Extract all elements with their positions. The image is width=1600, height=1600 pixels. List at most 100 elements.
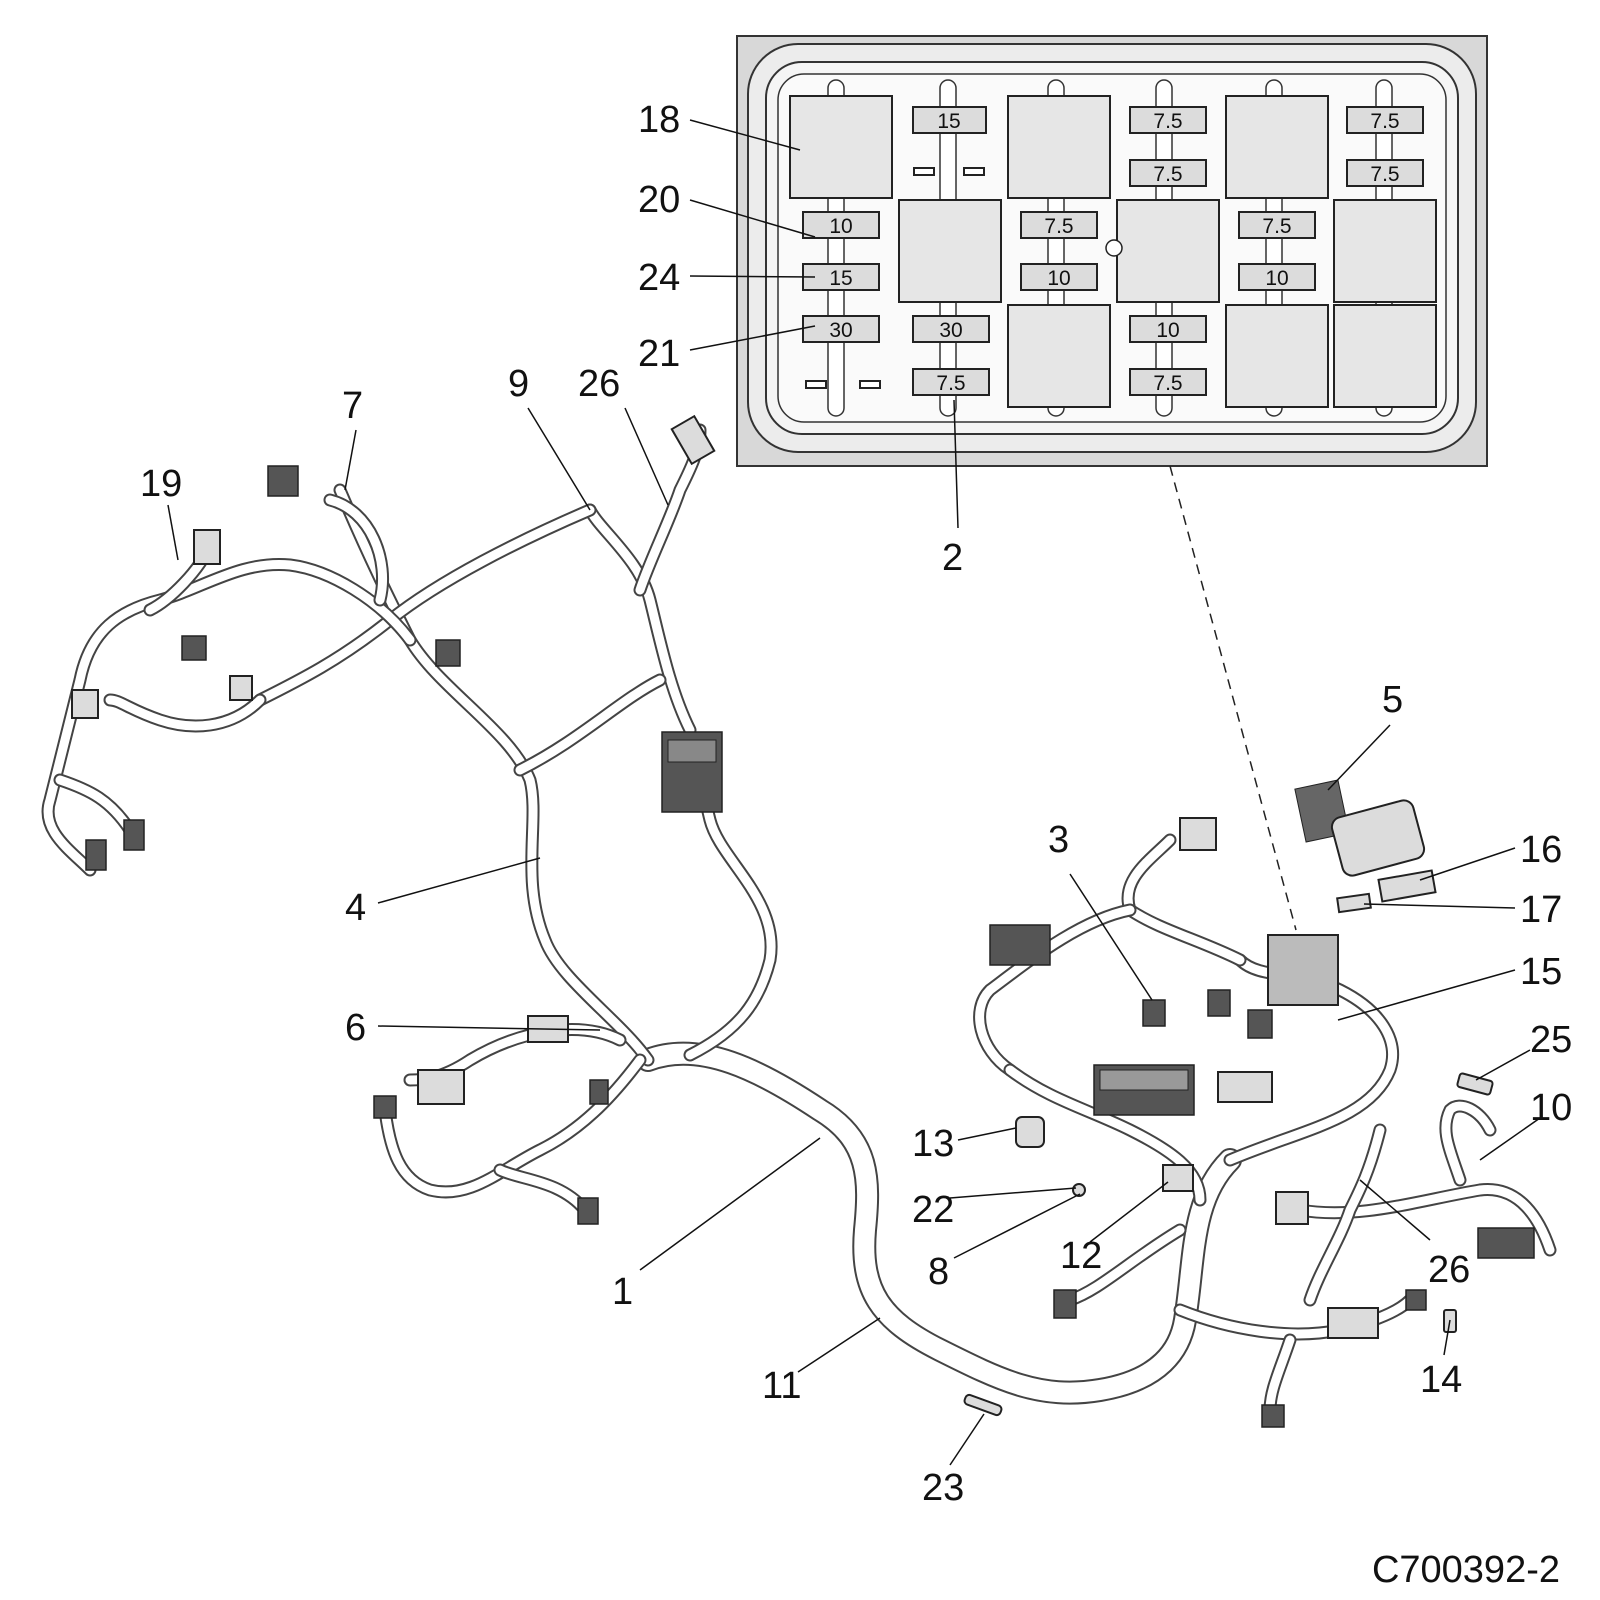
wire-harness [41, 423, 1557, 1417]
fuse-rating: 7.5 [1370, 163, 1399, 186]
part-25[interactable] [1456, 1072, 1494, 1096]
fuse-7.5[interactable]: 7.5 [1129, 159, 1207, 187]
connector-cluster-d[interactable] [1217, 1071, 1273, 1103]
callout-2: 2 [942, 537, 963, 579]
callout-11: 11 [762, 1365, 801, 1407]
callout-23: 23 [922, 1467, 964, 1509]
fuse-rating: 30 [939, 319, 962, 342]
callout-19: 19 [140, 463, 182, 505]
fuse-rating: 7.5 [1044, 215, 1073, 238]
fuse-rating: 7.5 [1370, 110, 1399, 133]
relay-slots [789, 95, 1437, 408]
fuse-box: 15 7.5 7.5 7.5 7.5 10 [736, 35, 1488, 467]
fuse-10[interactable]: 10 [1129, 315, 1207, 343]
connector-cluster-c[interactable] [1247, 1009, 1273, 1039]
part-23[interactable] [963, 1393, 1003, 1417]
fuse-7.5-item-2[interactable]: 7.5 [912, 368, 990, 396]
callout-20: 20 [638, 179, 680, 221]
empty-slots [805, 167, 985, 389]
part-5-cover[interactable] [1330, 798, 1427, 878]
callout-labels: 18 20 24 21 2 7 19 9 26 4 6 1 11 23 13 2… [140, 99, 1572, 1509]
fuse-10[interactable]: 10 [1238, 263, 1316, 291]
connector-12[interactable] [1162, 1164, 1194, 1192]
callout-13: 13 [912, 1123, 954, 1165]
fuse-rating: 10 [1047, 267, 1070, 290]
connector-3[interactable] [1142, 999, 1166, 1027]
fuse-7.5[interactable]: 7.5 [1346, 159, 1424, 187]
part-13-cap[interactable] [1015, 1116, 1045, 1148]
connector-cluster-g[interactable] [1053, 1289, 1077, 1319]
relay-slot-18 [789, 95, 893, 199]
projection-line [1169, 465, 1297, 931]
connector-cluster-e[interactable] [1275, 1191, 1309, 1225]
fuse-rating: 10 [1265, 267, 1288, 290]
connector-left-e[interactable] [229, 675, 253, 701]
leader-lines [167, 119, 1541, 1466]
callout-17: 17 [1520, 889, 1562, 931]
callout-7: 7 [342, 385, 363, 427]
connector-10[interactable] [1477, 1227, 1535, 1259]
part-22-nut[interactable] [1072, 1183, 1086, 1197]
callout-14: 14 [1420, 1359, 1462, 1401]
callout-25: 25 [1530, 1019, 1572, 1061]
relay-block[interactable] [1267, 934, 1339, 1006]
fuse-rating: 15 [937, 110, 960, 133]
components [71, 414, 1535, 1428]
callout-8: 8 [928, 1251, 949, 1293]
fuse-rating: 7.5 [936, 372, 965, 395]
callout-22: 22 [912, 1189, 954, 1231]
connector-19[interactable] [193, 529, 221, 565]
callout-5: 5 [1382, 679, 1403, 721]
connector-7[interactable] [267, 465, 299, 497]
fuse-15-top[interactable]: 15 [912, 106, 987, 134]
callout-24: 24 [638, 257, 680, 299]
fuse-30-item-21[interactable]: 30 [802, 315, 880, 343]
fuse-rating: 15 [829, 267, 852, 290]
fuse-10[interactable]: 10 [1020, 263, 1098, 291]
connector-lower-b[interactable] [577, 1197, 599, 1225]
fuse-row: 15 7.5 7.5 7.5 7.5 10 [802, 106, 1424, 396]
part-17-fuse[interactable] [1336, 892, 1372, 914]
callout-26-top: 26 [578, 363, 620, 405]
fuse-7.5[interactable]: 7.5 [1238, 211, 1316, 239]
callout-18: 18 [638, 99, 680, 141]
fuse-rating: 10 [1156, 319, 1179, 342]
locator-hole [1105, 239, 1123, 257]
connector-left-d[interactable] [181, 635, 207, 661]
fuse-10-item-20[interactable]: 10 [802, 211, 880, 239]
connector-cluster-b[interactable] [1207, 989, 1231, 1017]
fuse-30[interactable]: 30 [912, 315, 990, 343]
callout-4: 4 [345, 887, 366, 929]
fuse-7.5[interactable]: 7.5 [1129, 106, 1207, 134]
fuse-rating: 7.5 [1153, 110, 1182, 133]
callout-26-bottom: 26 [1428, 1249, 1470, 1291]
connector-cluster-i[interactable] [1405, 1289, 1427, 1311]
part-16[interactable] [1377, 869, 1437, 903]
fuse-7.5[interactable]: 7.5 [1020, 211, 1098, 239]
callout-16: 16 [1520, 829, 1562, 871]
connector-left-f[interactable] [435, 639, 461, 667]
connector-lower-c[interactable] [589, 1079, 609, 1105]
fuse-rating: 10 [829, 215, 852, 238]
connector-left-a[interactable] [71, 689, 99, 719]
connector-cluster-h[interactable] [1261, 1404, 1285, 1428]
connector-cluster-a[interactable] [989, 924, 1051, 966]
callout-1: 1 [612, 1271, 633, 1313]
callout-21: 21 [638, 333, 680, 375]
callout-12: 12 [1060, 1235, 1102, 1277]
connector-lower-a[interactable] [373, 1095, 397, 1119]
callout-15: 15 [1520, 951, 1562, 993]
connector-lower-left[interactable] [417, 1069, 465, 1105]
fuse-7.5[interactable]: 7.5 [1129, 368, 1207, 396]
diagram-id: C700392-2 [1372, 1549, 1560, 1591]
fuse-7.5[interactable]: 7.5 [1346, 106, 1424, 134]
connector-26-top[interactable] [670, 414, 716, 466]
connector-left-b[interactable] [85, 839, 107, 871]
connector-left-c[interactable] [123, 819, 145, 851]
connector-cluster-f[interactable] [1327, 1307, 1379, 1339]
fuse-rating: 30 [829, 319, 852, 342]
fuse-rating: 7.5 [1153, 372, 1182, 395]
connector-3-top[interactable] [1179, 817, 1217, 851]
fuse-rating: 7.5 [1153, 163, 1182, 186]
